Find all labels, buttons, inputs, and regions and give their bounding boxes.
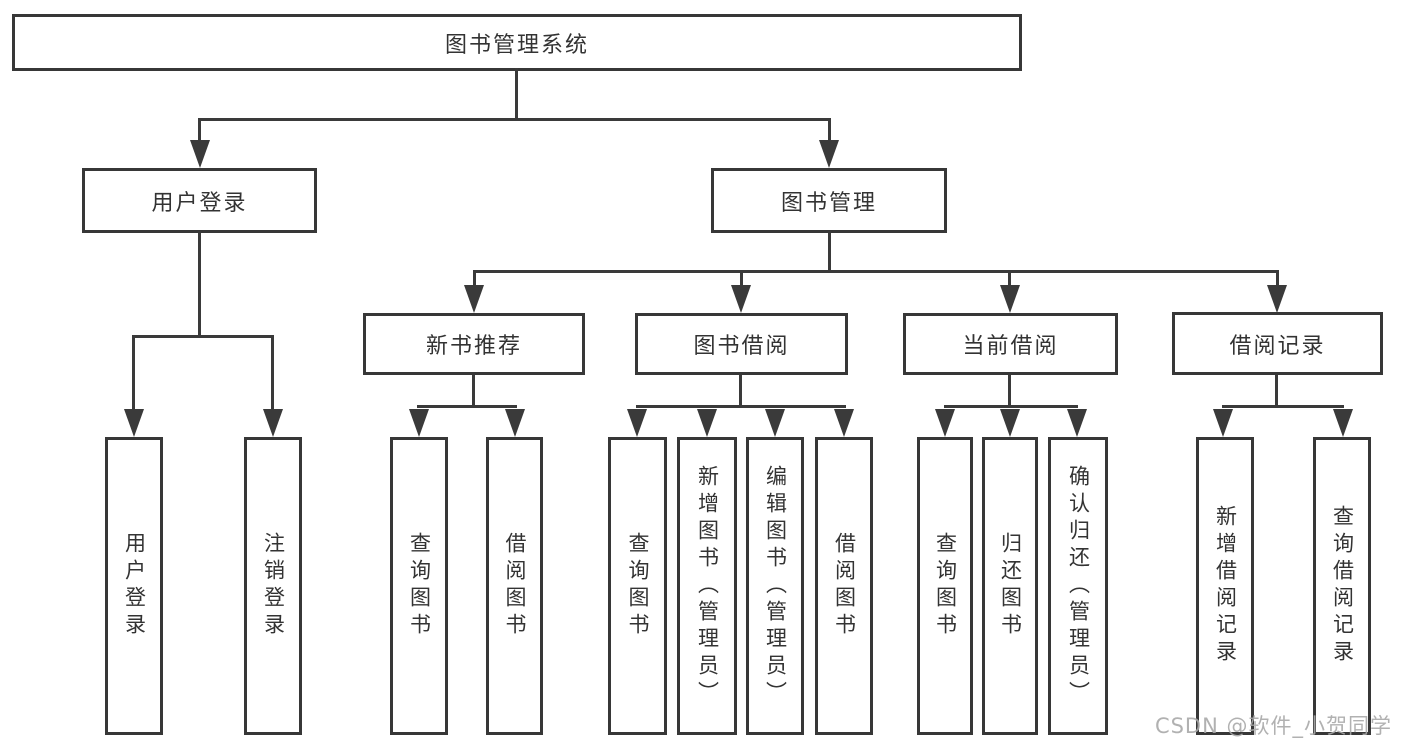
arrow-down-icon: [1213, 409, 1233, 437]
connector-line: [739, 375, 742, 408]
arrow-down-icon: [765, 409, 785, 437]
arrow-down-icon: [190, 140, 210, 168]
arrow-down-icon: [1000, 285, 1020, 313]
leaf-query-borrow-record: 查询借阅记录: [1313, 437, 1371, 735]
leaf-return-book: 归还图书: [982, 437, 1038, 735]
leaf-add-borrow-record: 新增借阅记录: [1196, 437, 1254, 735]
arrow-down-icon: [627, 409, 647, 437]
connector-line: [828, 231, 831, 272]
connector-line: [1008, 270, 1011, 289]
leaf-query-books-current-label: 查询图书: [933, 532, 958, 640]
arrow-down-icon: [1067, 409, 1087, 437]
leaf-return-book-label: 归还图书: [998, 532, 1023, 640]
node-book-management: 图书管理: [711, 168, 947, 233]
leaf-borrow-books-recommend-label: 借阅图书: [503, 532, 528, 640]
node-new-book-recommend: 新书推荐: [363, 313, 585, 375]
connector-line: [1275, 375, 1278, 408]
connector-line: [1276, 270, 1279, 289]
arrow-down-icon: [505, 409, 525, 437]
arrow-down-icon: [819, 140, 839, 168]
leaf-borrow-books-recommend: 借阅图书: [486, 437, 543, 735]
connector-line: [132, 335, 274, 338]
leaf-add-book-admin: 新增图书（管理员）: [677, 437, 737, 735]
arrow-down-icon: [935, 409, 955, 437]
node-book-management-label: 图书管理: [780, 190, 877, 216]
node-current-borrow-label: 当前借阅: [962, 334, 1059, 359]
connector-line: [198, 118, 201, 144]
leaf-query-books-recommend-label: 查询图书: [407, 532, 432, 640]
connector-line: [198, 118, 831, 121]
connector-line: [1222, 405, 1344, 408]
leaf-add-borrow-record-label: 新增借阅记录: [1213, 505, 1238, 667]
arrow-down-icon: [464, 285, 484, 313]
node-user-login-label: 用户登录: [151, 190, 248, 216]
connector-line: [271, 335, 274, 411]
arrow-down-icon: [1333, 409, 1353, 437]
node-library-system: 图书管理系统: [12, 14, 1022, 71]
arrow-down-icon: [1267, 285, 1287, 313]
leaf-add-book-admin-label: 新增图书（管理员）: [695, 464, 720, 708]
node-new-book-recommend-label: 新书推荐: [425, 334, 522, 359]
leaf-logout: 注销登录: [244, 437, 302, 735]
connector-line: [472, 375, 475, 408]
watermark: CSDN @软件_小贺同学: [1154, 714, 1392, 738]
node-borrow-records-label: 借阅记录: [1229, 333, 1326, 359]
leaf-edit-book-admin: 编辑图书（管理员）: [746, 437, 804, 735]
leaf-borrow-books-label: 借阅图书: [832, 532, 857, 640]
node-user-login: 用户登录: [82, 168, 317, 233]
leaf-confirm-return-admin-label: 确认归还（管理员）: [1066, 464, 1091, 708]
arrow-down-icon: [697, 409, 717, 437]
leaf-edit-book-admin-label: 编辑图书（管理员）: [763, 464, 788, 708]
connector-line: [515, 68, 518, 121]
leaf-user-login: 用户登录: [105, 437, 163, 735]
leaf-confirm-return-admin: 确认归还（管理员）: [1048, 437, 1108, 735]
leaf-query-borrow-record-label: 查询借阅记录: [1330, 505, 1355, 667]
arrow-down-icon: [263, 409, 283, 437]
node-book-borrow-label: 图书借阅: [693, 334, 790, 359]
node-book-borrow: 图书借阅: [635, 313, 848, 375]
connector-line: [473, 270, 1279, 273]
connector-line: [473, 270, 476, 289]
connector-line: [828, 118, 831, 144]
connector-line: [636, 405, 846, 408]
connector-line: [740, 270, 743, 289]
leaf-logout-label: 注销登录: [261, 532, 286, 640]
connector-line: [132, 335, 135, 411]
arrow-down-icon: [731, 285, 751, 313]
leaf-query-books-current: 查询图书: [917, 437, 973, 735]
leaf-borrow-books: 借阅图书: [815, 437, 873, 735]
leaf-query-books-borrow: 查询图书: [608, 437, 667, 735]
node-borrow-records: 借阅记录: [1172, 312, 1383, 375]
leaf-query-books-borrow-label: 查询图书: [626, 532, 651, 640]
connector-line: [944, 405, 1078, 408]
arrow-down-icon: [124, 409, 144, 437]
connector-line: [198, 231, 201, 337]
arrow-down-icon: [1000, 409, 1020, 437]
node-current-borrow: 当前借阅: [903, 313, 1118, 375]
arrow-down-icon: [834, 409, 854, 437]
node-library-system-label: 图书管理系统: [444, 32, 589, 58]
connector-line: [1008, 375, 1011, 408]
connector-line: [417, 405, 517, 408]
leaf-user-login-label: 用户登录: [122, 532, 147, 640]
leaf-query-books-recommend: 查询图书: [390, 437, 448, 735]
arrow-down-icon: [409, 409, 429, 437]
